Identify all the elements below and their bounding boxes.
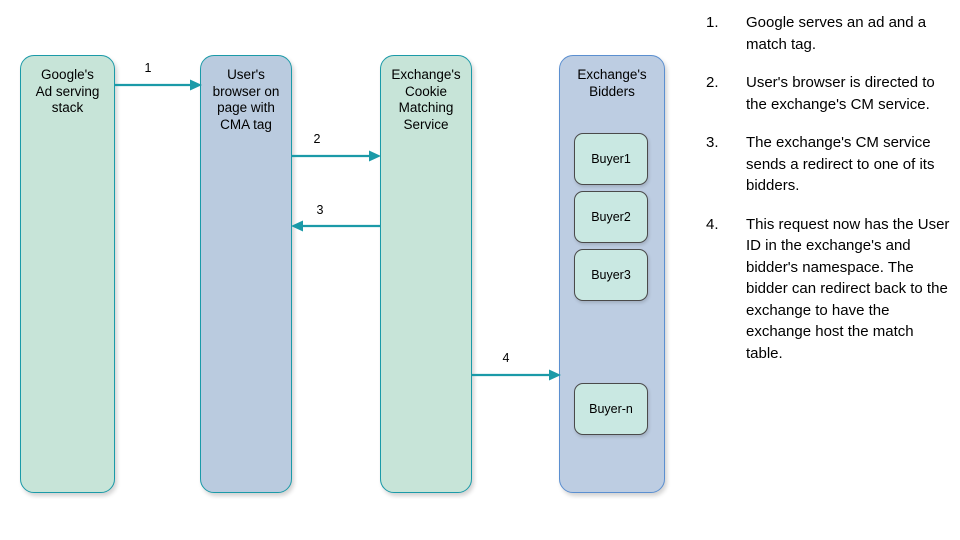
node-user-browser: User's browser on page with CMA tag	[200, 55, 292, 493]
buyer-label: Buyer2	[591, 210, 631, 224]
buyer-box: Buyer-n	[574, 383, 648, 435]
node-label: Google's Ad serving stack	[35, 67, 100, 115]
node-label: User's browser on page with CMA tag	[212, 67, 280, 132]
legend-item-number: 2.	[706, 74, 719, 91]
node-google-ad-serving-stack: Google's Ad serving stack	[20, 55, 115, 493]
legend-item: 3. The exchange's CM service sends a red…	[706, 132, 954, 197]
arrow-4	[471, 369, 561, 381]
legend-item-number: 1.	[706, 14, 719, 31]
buyer-box: Buyer3	[574, 249, 648, 301]
buyer-label: Buyer-n	[589, 402, 633, 416]
node-label: Exchange's Bidders	[577, 67, 647, 99]
arrow-2-label: 2	[313, 132, 321, 146]
buyer-box: Buyer1	[574, 133, 648, 185]
legend-item-text: The exchange's CM service sends a redire…	[746, 134, 935, 194]
arrow-4-label: 4	[502, 351, 510, 365]
legend-list: 1. Google serves an ad and a match tag. …	[706, 12, 954, 381]
legend-item-text: User's browser is directed to the exchan…	[746, 74, 935, 113]
legend-item-text: This request now has the User ID in the …	[746, 215, 950, 362]
arrow-1	[114, 79, 202, 91]
arrow-1-label: 1	[144, 61, 152, 75]
arrow-3-label: 3	[316, 203, 324, 217]
legend-item-number: 3.	[706, 134, 719, 151]
arrow-2	[291, 150, 381, 162]
arrow-3	[291, 220, 381, 232]
buyer-label: Buyer1	[591, 152, 631, 166]
legend-item: 2. User's browser is directed to the exc…	[706, 72, 954, 115]
legend-item-text: Google serves an ad and a match tag.	[746, 14, 927, 53]
buyer-label: Buyer3	[591, 268, 631, 282]
legend-item: 4. This request now has the User ID in t…	[706, 214, 954, 365]
buyer-box: Buyer2	[574, 191, 648, 243]
legend-item: 1. Google serves an ad and a match tag.	[706, 12, 954, 55]
node-label: Exchange's Cookie Matching Service	[391, 67, 461, 132]
node-exchange-cookie-matching-service: Exchange's Cookie Matching Service	[380, 55, 472, 493]
legend-item-number: 4.	[706, 215, 719, 233]
